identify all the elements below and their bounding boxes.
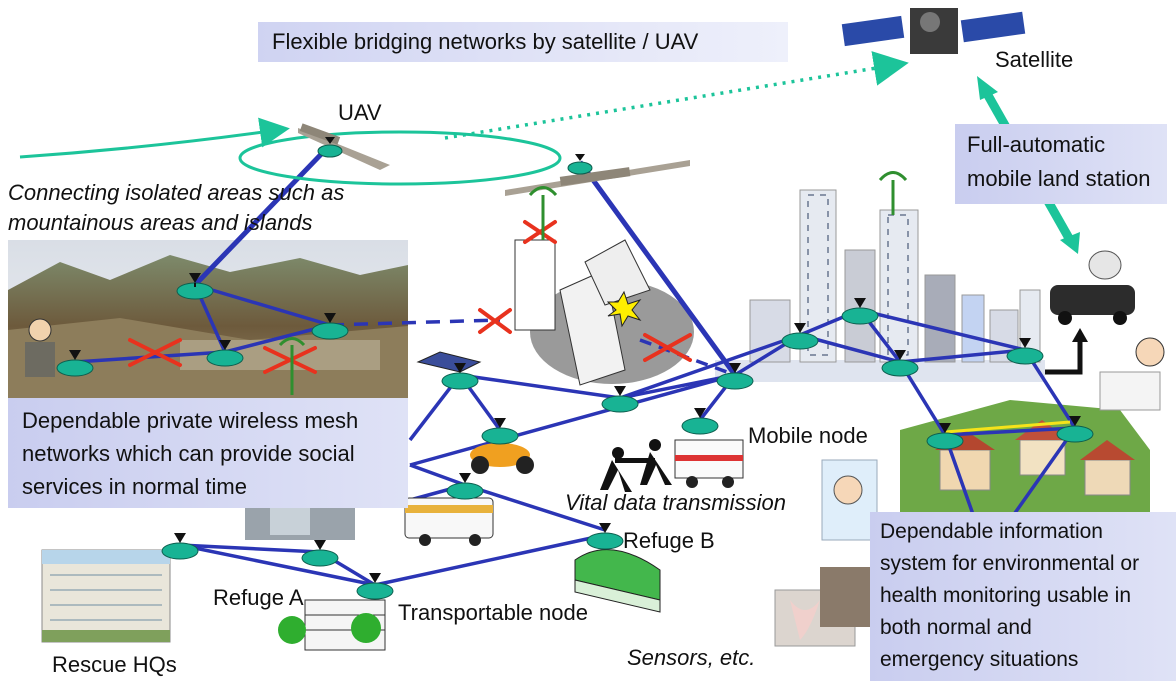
mobile-node-label: Mobile node — [748, 423, 868, 448]
mesh-node — [56, 350, 94, 377]
refuge-a-building — [278, 599, 386, 651]
refuge-b-building — [574, 549, 661, 613]
mesh-node — [926, 423, 964, 450]
satellite-label: Satellite — [995, 47, 1074, 72]
mesh-networks-line-2: networks which can provide social — [22, 441, 355, 466]
rescuers-silhouette — [600, 439, 672, 492]
motorcycle-icon — [470, 443, 534, 474]
title-box: Flexible bridging networks by satellite … — [258, 22, 788, 62]
land-station-box: Full-automatic mobile land station — [955, 124, 1167, 204]
mesh-node — [441, 363, 479, 390]
mesh-links — [74, 143, 1077, 587]
sensors-label: Sensors, etc. — [627, 645, 756, 670]
sensor-photos — [774, 567, 872, 647]
info-system-line-2: system for environmental or — [880, 552, 1140, 575]
refuge-b-label: Refuge B — [623, 528, 715, 553]
mesh-node — [176, 273, 214, 300]
solar-panel-icon — [416, 351, 482, 373]
isolated-areas-line-1: Connecting isolated areas such as — [8, 180, 345, 205]
mesh-networks-box: Dependable private wireless mesh network… — [8, 398, 408, 508]
uav-aircraft-2 — [505, 160, 690, 196]
mesh-node — [841, 298, 879, 325]
patient-illustration — [821, 459, 878, 541]
mountain-photo — [8, 240, 408, 398]
info-system-line-5: emergency situations — [880, 648, 1079, 671]
transportable-node-label: Transportable node — [398, 600, 588, 625]
mesh-node — [567, 154, 593, 175]
diagram-title: Flexible bridging networks by satellite … — [272, 29, 699, 54]
isolated-areas-text: Connecting isolated areas such as mounta… — [8, 178, 344, 238]
vital-data-label: Vital data transmission — [565, 490, 786, 515]
mesh-node — [601, 386, 639, 413]
isolated-areas-line-2: mountainous areas and islands — [8, 210, 313, 235]
mesh-node — [681, 408, 719, 435]
mesh-node — [1006, 338, 1044, 365]
mesh-node — [206, 340, 244, 367]
mesh-node — [586, 523, 624, 550]
info-system-line-1: Dependable information — [880, 520, 1103, 543]
radio-tower-icon — [278, 171, 908, 395]
collapsed-buildings — [514, 239, 694, 386]
handover-arrow — [1045, 328, 1088, 375]
mesh-node — [317, 137, 343, 158]
village — [900, 400, 1150, 520]
mesh-node — [301, 540, 339, 567]
mesh-node — [356, 573, 394, 600]
mesh-node — [311, 313, 349, 340]
mesh-networks-line-3: services in normal time — [22, 474, 247, 499]
mesh-node — [161, 533, 199, 560]
mesh-node — [881, 350, 919, 377]
mesh-node — [1056, 416, 1094, 443]
info-system-line-3: health monitoring usable in — [880, 584, 1131, 607]
uav-flight-path — [19, 51, 909, 186]
satellite-icon — [841, 8, 1026, 54]
doctor-illustration — [1099, 337, 1165, 411]
land-station-line-1: Full-automatic — [967, 132, 1106, 157]
mesh-node — [481, 418, 519, 445]
mobile-land-station-vehicle — [1050, 250, 1135, 325]
info-system-box: Dependable information system for enviro… — [870, 512, 1176, 681]
land-station-line-2: mobile land station — [967, 166, 1151, 191]
info-system-line-4: both normal and — [880, 616, 1032, 639]
mesh-networks-line-1: Dependable private wireless mesh — [22, 408, 359, 433]
refuge-a-label: Refuge A — [213, 585, 304, 610]
village-link — [944, 420, 1071, 434]
ambulance-icon — [674, 439, 744, 488]
mesh-node — [446, 473, 484, 500]
mesh-node — [781, 323, 819, 350]
rescue-hq-label: Rescue HQs — [52, 652, 177, 677]
uav-label: UAV — [338, 100, 382, 125]
mesh-node — [716, 363, 754, 390]
bus-icon — [404, 497, 494, 546]
rescue-hq-building — [41, 549, 171, 643]
broken-link-marks — [128, 220, 692, 374]
person-on-phone — [25, 318, 55, 377]
